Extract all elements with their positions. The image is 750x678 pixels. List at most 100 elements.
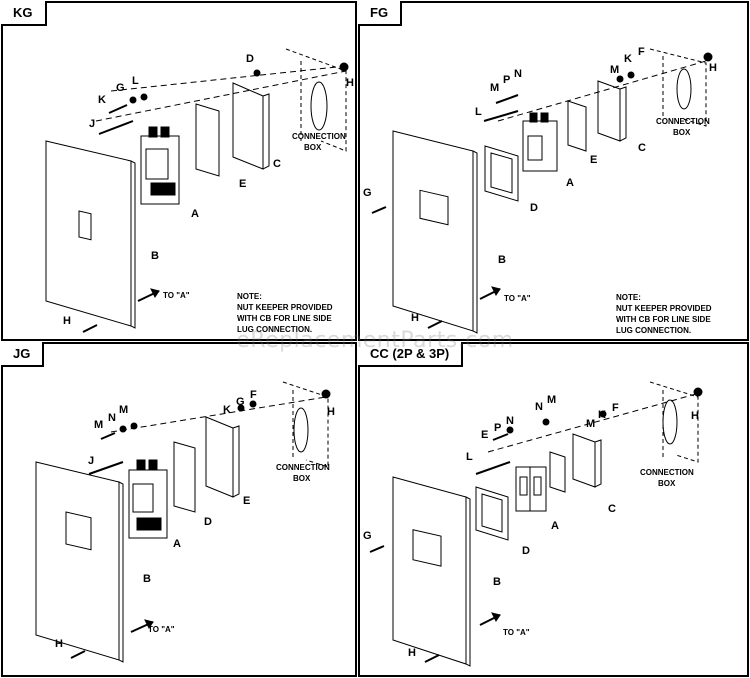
panel-fg-frame (358, 1, 749, 341)
fg-callout-m: M (490, 82, 499, 94)
cc-callout-h1: H (691, 410, 699, 422)
cc-cover-window (412, 529, 442, 567)
kg-to-a: TO "A" (163, 291, 190, 300)
kg-callout-a: A (191, 208, 199, 220)
cc-callout-d: E (481, 429, 488, 441)
fg-callout-g: G (363, 187, 372, 199)
kg-cover-panel (45, 140, 132, 327)
cc-callout-l: M (586, 418, 595, 430)
cc-connection-label-2: BOX (658, 479, 676, 488)
fg-cover-panel (392, 130, 474, 332)
cc-callout-c: D (522, 545, 530, 557)
panel-kg-tag: KG (1, 1, 47, 26)
kg-callout-d: E (239, 178, 246, 190)
cc-callout-n: N (506, 415, 514, 427)
fg-connection-box (649, 48, 707, 127)
cc-bracket-e (572, 433, 596, 488)
fg-callout-d: E (590, 154, 597, 166)
jg-callout-d: D (204, 516, 212, 528)
cc-callout-h2: H (408, 647, 416, 659)
fg-to-a: TO "A" (504, 294, 531, 303)
kg-callout-c: D (246, 53, 254, 65)
fg-callout-j: L (475, 106, 482, 118)
jg-plate-d (173, 441, 196, 513)
fg-note-3: WITH CB FOR LINE SIDE (616, 315, 711, 324)
fg-callout-p: P (503, 74, 510, 86)
jg-callout-h1: H (327, 406, 335, 418)
fg-callout-a: A (566, 177, 574, 189)
kg-plate-d (195, 103, 220, 177)
jg-callout-a: A (173, 538, 181, 550)
kg-bracket-e (232, 82, 264, 170)
kg-connection-label-1: CONNECTION (292, 132, 346, 141)
cc-callout-p: P (494, 422, 501, 434)
cc-plate-d (549, 451, 566, 493)
jg-connection-label-1: CONNECTION (276, 463, 330, 472)
kg-drawing: K G L J D H A E C B H CONNECTION BOX TO … (45, 48, 354, 334)
fg-callout-h2: H (411, 312, 419, 324)
fg-callout-f: F (638, 46, 645, 58)
panel-cc-tag: CC (2P & 3P) (358, 342, 464, 367)
kg-callout-h2: H (63, 315, 71, 327)
panel-jg: JG (1, 342, 357, 677)
fg-note-1: NOTE: (616, 293, 641, 302)
fg-callout-l: M (610, 64, 619, 76)
jg-callout-e: E (243, 495, 250, 507)
jg-callout-h2: H (55, 638, 63, 650)
panel-kg-frame (1, 1, 357, 341)
jg-cover-panel (35, 461, 120, 661)
cc-callout-e: C (608, 503, 616, 515)
fg-breaker (522, 120, 558, 172)
jg-connection-label-2: BOX (293, 474, 311, 483)
jg-cover-window (65, 511, 92, 551)
kg-note-1: NOTE: (237, 292, 262, 301)
fg-bracket-e (597, 80, 621, 142)
jg-callout-g: G (236, 396, 245, 408)
cc-callout-k: K (598, 409, 606, 421)
kg-connection-label-2: BOX (304, 143, 322, 152)
cc-frame-c (475, 486, 509, 541)
fg-cover-window (419, 189, 449, 226)
fg-connection-label-2: BOX (673, 128, 691, 137)
jg-callout-n: N (108, 412, 116, 424)
kg-note-2: NUT KEEPER PROVIDED (237, 303, 333, 312)
cc-callout-g: G (363, 530, 372, 542)
cc-callout-b: B (493, 576, 501, 588)
jg-callout-b: B (143, 573, 151, 585)
cc-cover-panel (392, 476, 467, 665)
fg-callout-n: N (514, 68, 522, 80)
fg-callout-h1: H (709, 62, 717, 74)
panel-cc-frame (358, 342, 749, 677)
panel-jg-tag: JG (1, 342, 45, 367)
panel-fg: FG (358, 1, 749, 341)
kg-callout-e: C (273, 158, 281, 170)
fg-plate-d (567, 100, 587, 152)
fg-note-2: NUT KEEPER PROVIDED (616, 304, 712, 313)
fg-note-4: LUG CONNECTION. (616, 326, 691, 335)
cc-callout-m: M (547, 394, 556, 406)
jg-bracket-e (205, 416, 234, 498)
fg-connection-label-1: CONNECTION (656, 117, 710, 126)
jg-callout-f: F (250, 389, 257, 401)
fg-callout-k: K (624, 53, 632, 65)
kg-connection-box (285, 48, 347, 152)
fg-callout-e: C (638, 142, 646, 154)
cc-to-a: TO "A" (503, 628, 530, 637)
cc-callout-j: L (466, 451, 473, 463)
kg-note-4: LUG CONNECTION. (237, 325, 312, 334)
cc-callout-a: A (551, 520, 559, 532)
jg-callout-l: M (94, 419, 103, 431)
panel-cc: CC (2P & 3P) (358, 342, 749, 677)
panel-fg-tag: FG (358, 1, 403, 26)
panel-kg: KG (1, 1, 357, 341)
jg-drawing: M N M J K G F H A D E B H CONNECTION BOX… (35, 381, 335, 663)
cc-connection-label-1: CONNECTION (640, 468, 694, 477)
jg-to-a: TO "A" (148, 625, 175, 634)
cc-callout-f: F (612, 402, 619, 414)
kg-callout-l: L (132, 75, 139, 87)
kg-cover-window (78, 210, 92, 241)
fg-frame-c (484, 145, 519, 202)
fg-drawing: M P N L M K F H E C A D G B H CONNECTION… (363, 46, 717, 335)
cc-callout-n2: N (535, 401, 543, 413)
